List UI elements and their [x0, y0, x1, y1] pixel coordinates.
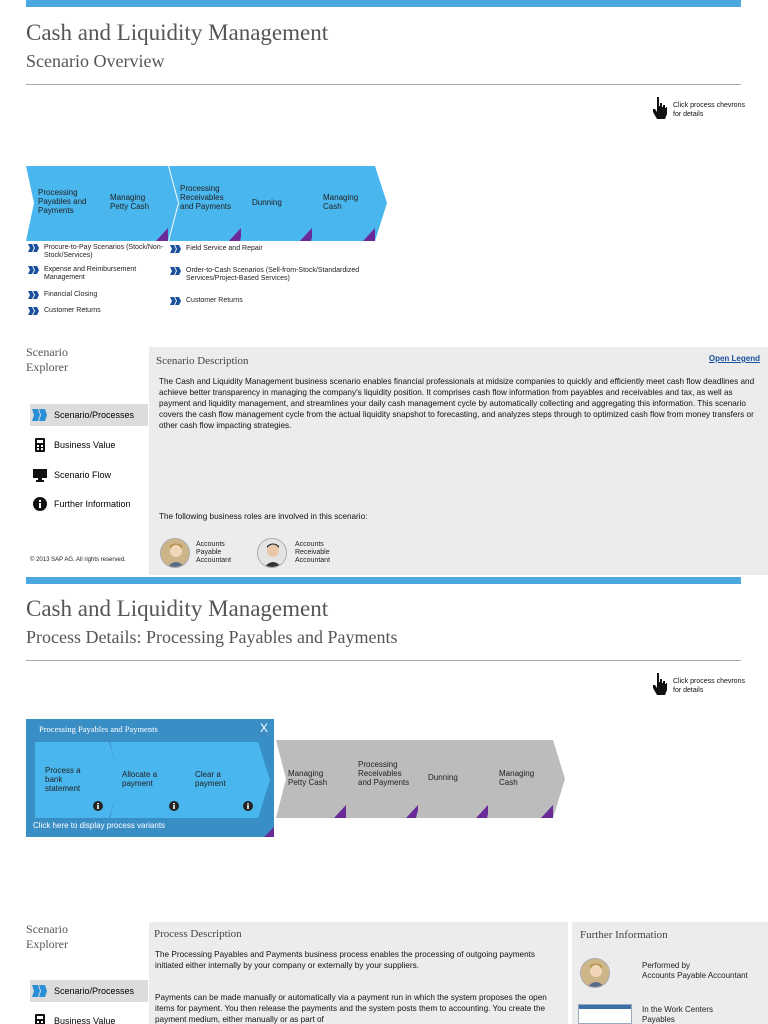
- hand-pointer-icon: [653, 673, 667, 695]
- chevrons-icon: [170, 297, 181, 305]
- work-centers[interactable]: In the Work Centers Payables: [642, 1005, 764, 1024]
- corner-marker: [264, 827, 274, 837]
- info-icon: [32, 497, 48, 511]
- close-button[interactable]: X: [259, 721, 268, 735]
- chevrons-icon: [28, 244, 39, 252]
- panel-title: Scenario Description: [156, 355, 249, 367]
- scenario-description-panel: Scenario Description Open Legend The Cas…: [149, 347, 768, 575]
- chevrons-icon: [32, 408, 48, 422]
- panel-title: Process Description: [154, 928, 242, 940]
- chevrons-icon: [170, 245, 181, 253]
- performed-by-role: Accounts Payable Accountant: [642, 971, 748, 980]
- chevron-label: Managing Petty Cash: [288, 769, 328, 787]
- copyright: © 2013 SAP AG. All rights reserved.: [30, 557, 126, 563]
- hand-pointer-icon: [653, 97, 667, 119]
- work-centers-value: Payables: [642, 1015, 675, 1024]
- nav-scenario-processes[interactable]: Scenario/Processes: [30, 980, 148, 1002]
- chevron-processing-receivables[interactable]: Processing Receivables and Payments: [346, 740, 428, 818]
- scenario-explorer-title: Scenario Explorer: [26, 345, 68, 374]
- page-title: Cash and Liquidity Management: [26, 596, 329, 621]
- chevron-dunning[interactable]: Dunning: [416, 740, 498, 818]
- scenario-list-left: Procure-to-Pay Scenarios (Stock/Non-Stoc…: [28, 244, 178, 324]
- top-accent-bar: [26, 0, 741, 7]
- chevrons-icon: [32, 984, 48, 998]
- chevron-label: Managing Petty Cash: [110, 193, 150, 211]
- chevron-label: Processing Payables and Payments: [38, 188, 87, 215]
- nav-label: Business Value: [54, 1016, 116, 1024]
- chevron-processing-receivables[interactable]: Processing Receivables and Payments: [169, 166, 251, 241]
- title-divider: [26, 84, 741, 85]
- nav-scenario-processes[interactable]: Scenario/Processes: [30, 404, 148, 426]
- avatar: [580, 958, 610, 988]
- role-name: Accounts Payable Accountant: [196, 541, 232, 564]
- chevron-managing-cash[interactable]: Managing Cash: [487, 740, 565, 818]
- hint: Click process chevrons for details: [652, 96, 745, 125]
- info-icon[interactable]: [243, 801, 253, 811]
- info-icon[interactable]: [93, 801, 103, 811]
- performed-by-label: Performed by: [642, 961, 691, 970]
- chevron-managing-petty-cash[interactable]: Managing Petty Cash: [276, 740, 358, 818]
- nav-label: Business Value: [54, 440, 116, 450]
- chevron-label: Dunning: [428, 773, 458, 782]
- info-icon[interactable]: [169, 801, 179, 811]
- role-accounts-payable[interactable]: Accounts Payable Accountant: [160, 538, 231, 568]
- top-accent-bar: [26, 577, 741, 584]
- chevron-managing-petty-cash[interactable]: Managing Petty Cash: [98, 166, 178, 241]
- title-divider: [26, 660, 741, 661]
- hint-text: Click process chevrons for details: [673, 102, 745, 118]
- chevron-label: Processing Receivables and Payments: [358, 760, 410, 787]
- page-title: Cash and Liquidity Management: [26, 20, 329, 45]
- role-name: Accounts Receivable Accountant: [295, 541, 331, 564]
- chevron-dunning[interactable]: Dunning: [240, 166, 322, 241]
- nav-scenario-flow[interactable]: Scenario Flow: [30, 464, 148, 486]
- selected-process-title: Processing Payables and Payments: [39, 724, 158, 734]
- nav-label: Further Information: [54, 499, 131, 509]
- chevron-label: Dunning: [252, 198, 282, 207]
- chevron-managing-cash[interactable]: Managing Cash: [311, 166, 387, 241]
- chevron-label: Processing Receivables and Payments: [180, 184, 232, 211]
- roles-intro: The following business roles are involve…: [159, 512, 368, 521]
- scenario-description: The Cash and Liquidity Management busine…: [159, 377, 755, 430]
- page-subtitle: Process Details: Processing Payables and…: [26, 627, 398, 647]
- nav-label: Scenario/Processes: [54, 986, 135, 996]
- step-label: Process a bank statement: [45, 766, 81, 793]
- avatar: [160, 538, 190, 568]
- open-legend-link[interactable]: Open Legend: [708, 354, 760, 363]
- chevrons-icon: [170, 267, 181, 275]
- work-center-thumbnail: [578, 1004, 632, 1024]
- chevrons-icon: [28, 291, 39, 299]
- scenario-explorer-title: Scenario Explorer: [26, 922, 68, 951]
- hint-text: Click process chevrons for details: [673, 678, 745, 694]
- nav-further-information[interactable]: Further Information: [30, 493, 148, 515]
- scenario-list-right: Field Service and Repair Order-to-Cash S…: [170, 245, 380, 315]
- step-allocate-payment[interactable]: Allocate a payment: [110, 742, 196, 818]
- work-centers-label: In the Work Centers: [642, 1005, 713, 1014]
- hint: Click process chevrons for details: [652, 672, 745, 701]
- step-label: Allocate a payment: [122, 770, 158, 788]
- nav-business-value[interactable]: Business Value: [30, 434, 148, 456]
- panel-title: Further Information: [580, 929, 668, 941]
- performed-by[interactable]: Performed by Accounts Payable Accountant: [642, 961, 764, 981]
- avatar: [257, 538, 287, 568]
- nav-business-value[interactable]: Business Value: [30, 1010, 148, 1024]
- further-information-panel: Further Information Performed by Account…: [572, 922, 768, 1024]
- step-clear-payment[interactable]: Clear a payment: [184, 742, 270, 818]
- step-label: Clear a payment: [195, 770, 226, 788]
- process-description-p1: The Processing Payables and Payments bus…: [155, 950, 536, 970]
- process-variants-link[interactable]: Click here to display process variants: [33, 821, 166, 830]
- nav-label: Scenario Flow: [54, 470, 112, 480]
- calculator-icon: [32, 438, 48, 452]
- chevron-label: Managing Cash: [499, 769, 535, 787]
- chevrons-icon: [28, 307, 39, 315]
- chevrons-icon: [28, 266, 39, 274]
- chevron-label: Managing Cash: [323, 193, 359, 211]
- monitor-icon: [32, 468, 48, 482]
- calculator-icon: [32, 1014, 48, 1024]
- role-accounts-receivable[interactable]: Accounts Receivable Accountant: [257, 538, 330, 568]
- step-process-bank-statement[interactable]: Process a bank statement: [35, 742, 121, 818]
- process-description-panel: Process Description The Processing Payab…: [149, 922, 568, 1024]
- nav-label: Scenario/Processes: [54, 410, 135, 420]
- page-subtitle: Scenario Overview: [26, 51, 165, 71]
- process-description-p2: Payments can be made manually or automat…: [155, 993, 547, 1024]
